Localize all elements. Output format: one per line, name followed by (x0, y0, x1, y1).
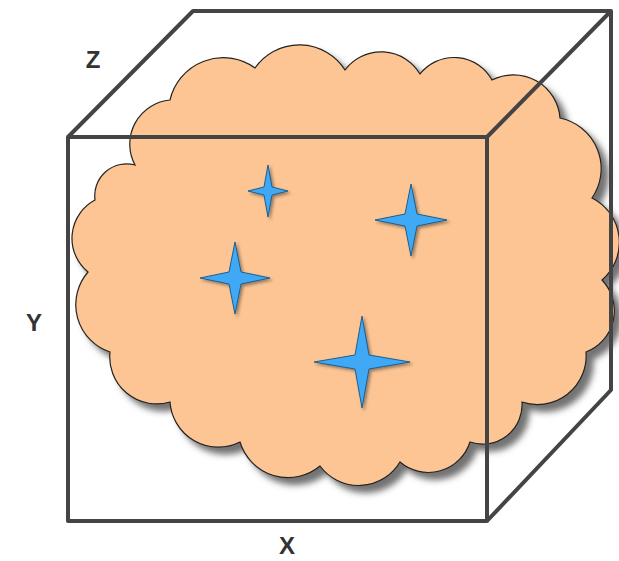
star-group (200, 165, 447, 408)
axis-label: X (279, 534, 295, 558)
cube-edge (487, 11, 611, 137)
star (200, 242, 270, 314)
cube-wireframe (68, 11, 611, 521)
cube-back-edges (68, 11, 611, 521)
star (248, 165, 288, 217)
star (314, 316, 410, 408)
cube-front-face (68, 137, 487, 521)
star (375, 184, 447, 256)
axis-label: Y (26, 311, 42, 335)
axis-label: Z (86, 48, 101, 72)
cloud-shape (72, 45, 619, 486)
